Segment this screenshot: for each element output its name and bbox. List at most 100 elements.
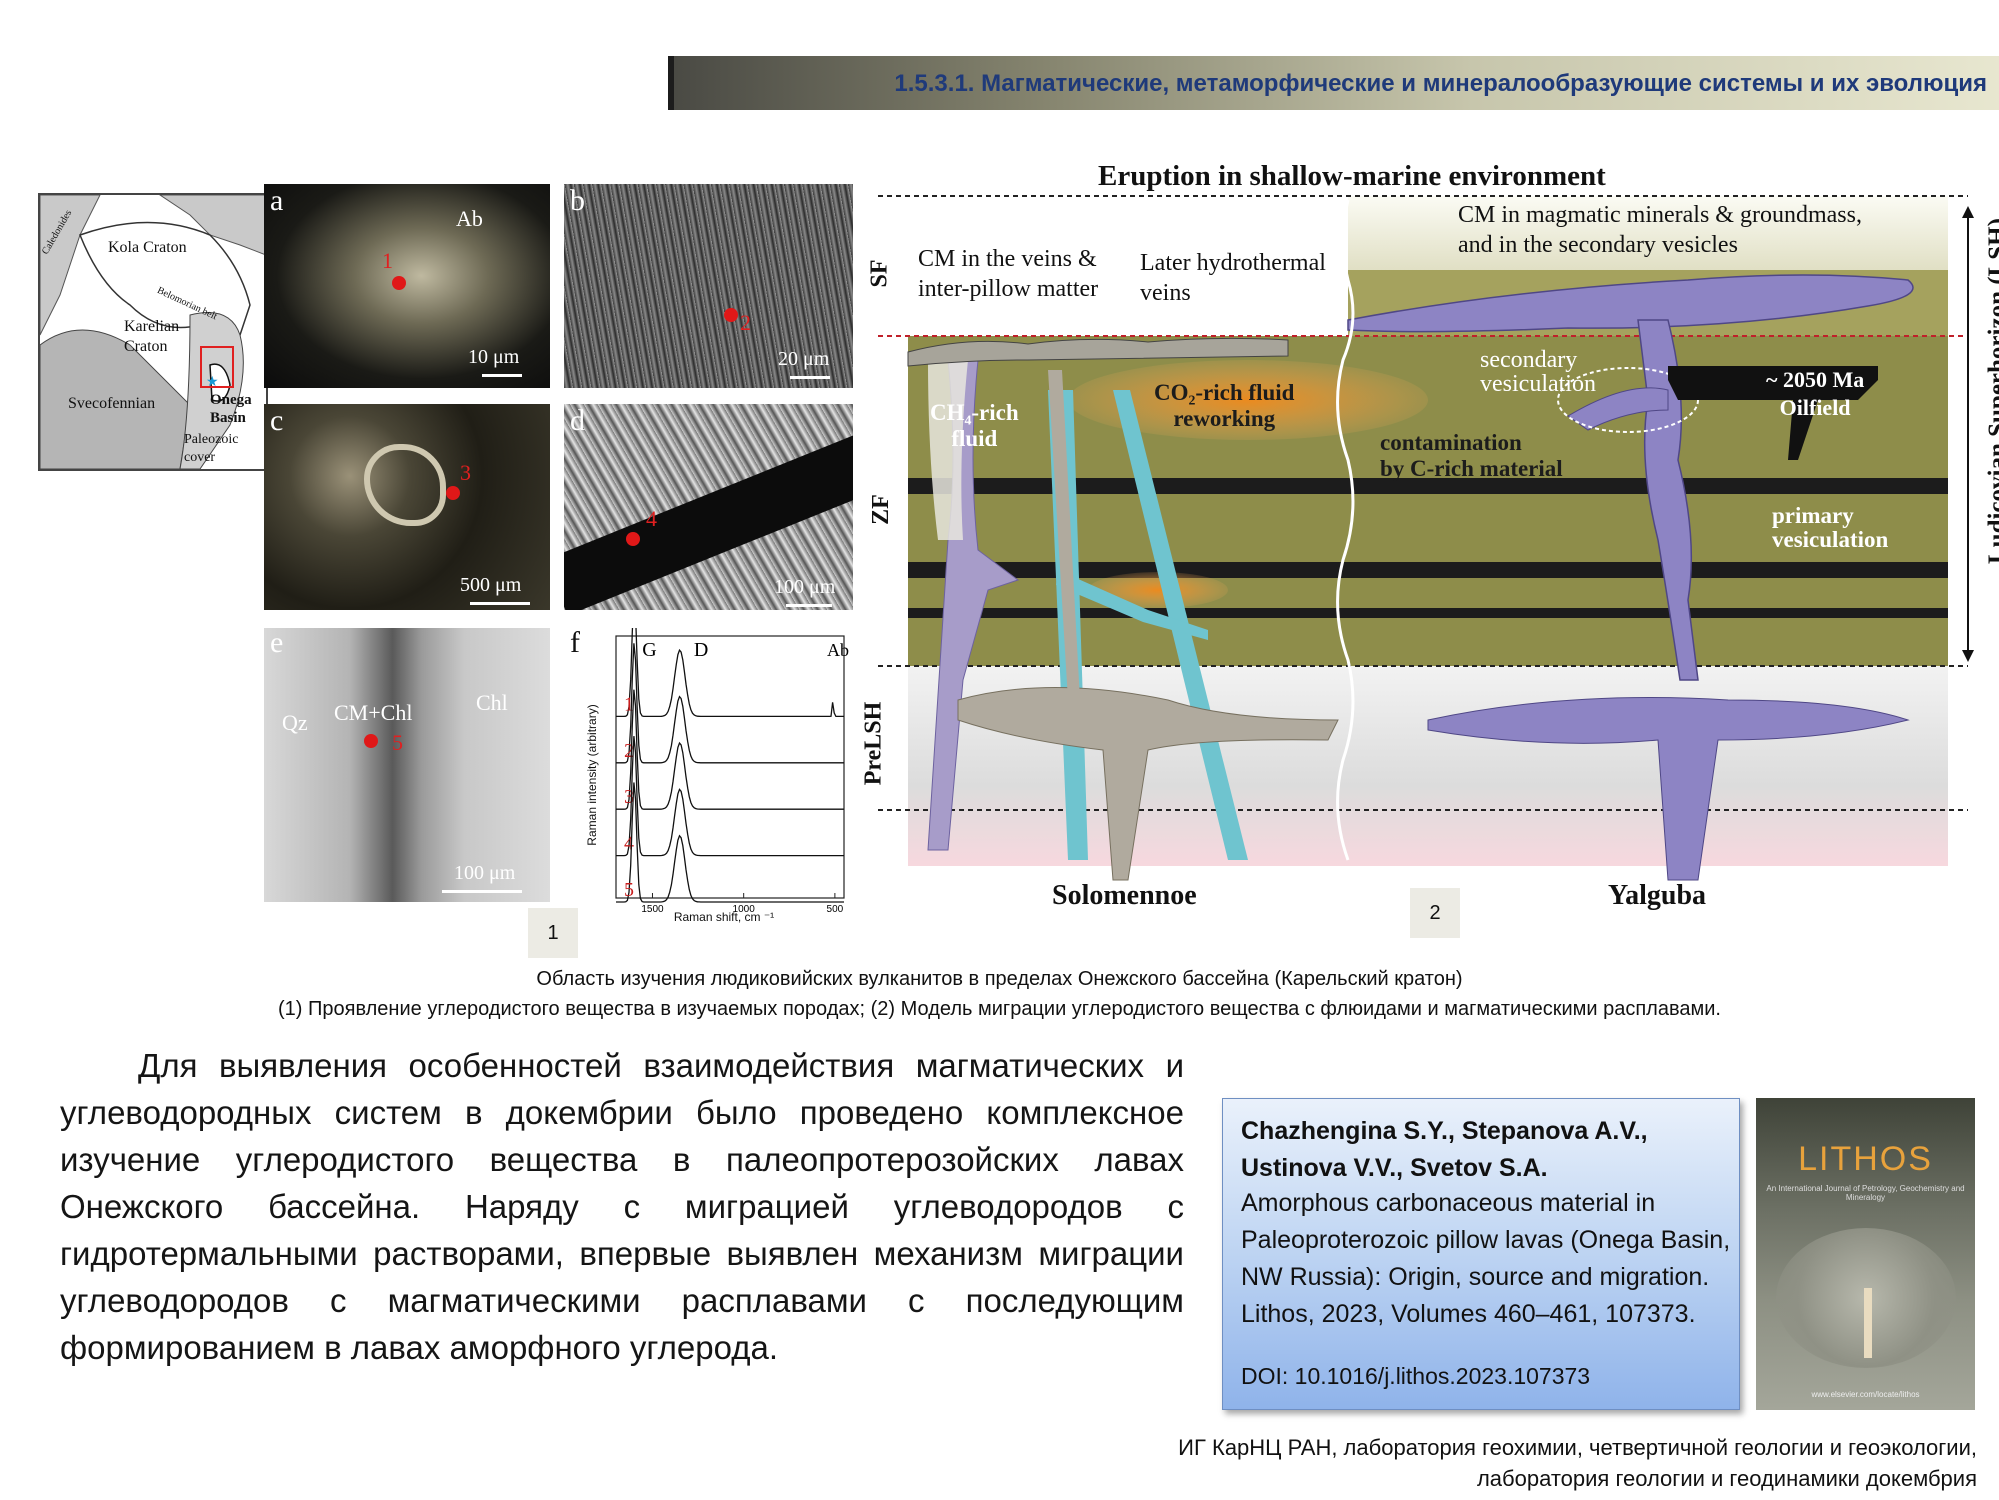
photo-panel-a: a Ab 1 10 μm <box>264 184 550 388</box>
map-label-paleozoic: Paleozoic cover <box>184 432 239 465</box>
scale-bar <box>790 376 830 379</box>
figure-caption-line-2: (1) Проявление углеродистого вещества в … <box>278 998 1721 1020</box>
reference-box: Chazhengina S.Y., Stepanova A.V., Ustino… <box>1222 1098 1740 1410</box>
cover-url: www.elsevier.com/locate/lithos <box>1811 1390 1920 1399</box>
label-line: inter-pillow matter <box>918 276 1099 302</box>
mineral-label: Chl <box>476 690 508 715</box>
panel-letter: b <box>570 184 585 217</box>
point-number: 4 <box>646 506 657 531</box>
svg-text:★: ★ <box>206 374 219 390</box>
label-line: Later hydrothermal <box>1140 250 1326 276</box>
raman-ylabel: Raman intensity (arbitrary) <box>585 704 599 846</box>
photo-panel-e: e Qz CM+Chl Chl 5 100 μm <box>264 628 550 902</box>
journal-cover: LITHOS An International Journal of Petro… <box>1756 1098 1975 1410</box>
label-line: vesiculation <box>1772 527 1889 552</box>
analysis-point <box>446 486 460 500</box>
reference-doi: DOI: 10.1016/j.lithos.2023.107373 <box>1241 1363 1591 1389</box>
raman-chart: 1500 1000 500 1 2 3 4 5 G D Ab <box>615 628 849 915</box>
peak-label-D: D <box>694 639 708 661</box>
reference-authors: Chazhengina S.Y., Stepanova A.V., Ustino… <box>1241 1117 1648 1182</box>
label-line: fluid <box>951 426 998 451</box>
hammer-shape <box>1864 1288 1872 1358</box>
panel-letter: c <box>270 404 284 437</box>
spectrum-line-5 <box>616 782 844 903</box>
label-line: secondary <box>1480 347 1578 373</box>
mineral-label: Ab <box>456 206 483 231</box>
point-number: 1 <box>382 248 393 273</box>
x-tick-label: 1000 <box>733 904 756 915</box>
mineral-label: Qz <box>282 710 308 735</box>
analysis-point <box>392 276 406 290</box>
institution-footer: ИГ КарНЦ РАН, лаборатория геохимии, четв… <box>1178 1435 1977 1491</box>
label-line: CH₄-rich <box>930 400 1019 425</box>
vesicle-shape <box>364 444 446 526</box>
scale-bar <box>470 602 530 605</box>
point-number: 3 <box>460 460 471 485</box>
x-tick-label: 1500 <box>641 904 664 915</box>
scale-bar <box>786 604 832 607</box>
spectrum-label-5: 5 <box>624 879 634 901</box>
scale-label: 10 μm <box>468 346 520 368</box>
geological-model: Eruption in shallow-marine environment S… <box>860 160 1999 920</box>
photo-panel-d: d 4 100 μm <box>564 404 853 610</box>
spectrum-line-1 <box>616 628 844 718</box>
spectrum-line-3 <box>616 689 844 810</box>
site-label-yalguba: Yalguba <box>1608 880 1707 911</box>
label-line: CO₂-rich fluid <box>1154 380 1295 405</box>
map-label-onega: Onega Basin <box>210 392 252 426</box>
peak-label-Ab: Ab <box>827 640 849 660</box>
site-label-solomennoe: Solomennoe <box>1052 880 1197 911</box>
zone-label-sf: SF <box>866 259 893 288</box>
map-label-karelian: Karelian Craton <box>124 318 180 355</box>
scale-bar <box>442 890 522 893</box>
plot-frame <box>615 635 845 899</box>
scale-label: 500 μm <box>460 574 522 596</box>
label-line: reworking <box>1173 406 1276 431</box>
label-later-veins: Later hydrothermal veins <box>1140 248 1326 308</box>
x-tick-label: 500 <box>827 904 844 915</box>
label-cm-veins: CM in the veins &inter-pillow matter <box>918 244 1098 304</box>
cover-subtitle: An International Journal of Petrology, G… <box>1766 1184 1965 1202</box>
figure-number-1: 1 <box>528 908 578 958</box>
spectrum-label-2: 2 <box>624 740 634 762</box>
photo-panel-b: b 2 20 μm <box>564 184 853 388</box>
scale-label: 100 μm <box>454 862 516 884</box>
scale-label: 20 μm <box>778 348 830 370</box>
mineral-label: CM+Chl <box>334 700 413 725</box>
analysis-point <box>724 308 738 322</box>
figure-number-2: 2 <box>1410 888 1460 938</box>
label-line: Oilfield <box>1779 395 1851 420</box>
spectrum-line-4 <box>616 736 844 857</box>
map-label-kola: Kola Craton <box>108 239 187 256</box>
point-number: 2 <box>740 310 751 335</box>
zone-label-zf: ZF <box>867 494 894 525</box>
photo-panel-c: c 3 500 μm <box>264 404 550 610</box>
model-title: Eruption in shallow-marine environment <box>1098 160 1606 192</box>
analysis-point <box>626 532 640 546</box>
main-paragraph: Для выявления особенностей взаимодействи… <box>60 1047 1184 1366</box>
scale-bar <box>482 374 522 377</box>
panel-letter: f <box>570 626 580 659</box>
map-label-svecofennian: Svecofennian <box>68 395 156 412</box>
side-label-lsh: Ludicovian Superhorizon (LSH) <box>1984 218 1999 564</box>
header-bar: 1.5.3.1. Магматические, метаморфические … <box>668 56 1999 110</box>
zone-label-prelsh: PreLSH <box>860 701 887 786</box>
scale-label: 100 μm <box>774 576 836 598</box>
label-line: by C-rich material <box>1380 456 1563 481</box>
label-line: contamination <box>1380 430 1522 455</box>
spectrum-label-1: 1 <box>624 693 634 715</box>
model-diagram <box>878 195 1974 881</box>
panel-letter: a <box>270 184 284 217</box>
spectrum-line-2 <box>616 643 844 764</box>
peak-label-G: G <box>642 639 656 661</box>
point-number: 5 <box>392 730 403 755</box>
label-cm-magmatic: CM in magmatic minerals & groundmass,and… <box>1458 200 1862 260</box>
location-map-svg: ★ <box>40 195 266 469</box>
spectrum-label-4: 4 <box>624 833 634 855</box>
spectrum-label-3: 3 <box>624 786 634 808</box>
label-line: veins <box>1140 280 1191 306</box>
